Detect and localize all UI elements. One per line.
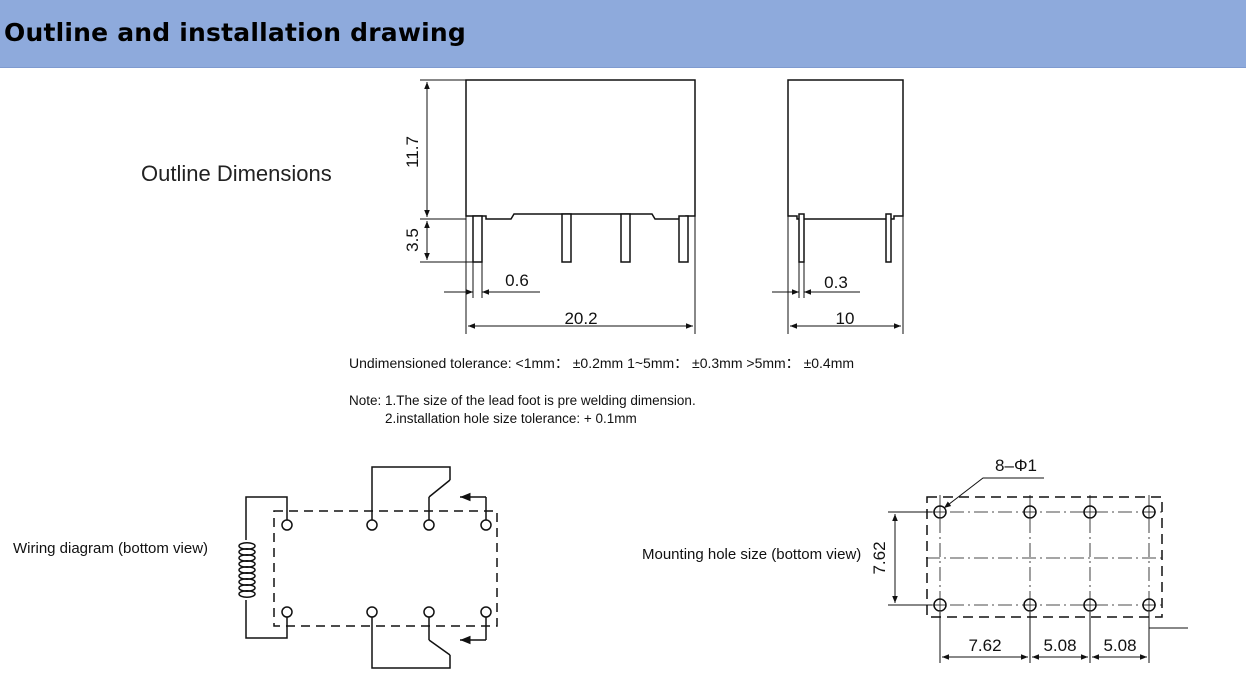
note-line-1: Note: 1.The size of the lead foot is pre…: [349, 393, 696, 408]
dim-pin-width-front: 0.6: [505, 271, 529, 290]
dim-spacing-2: 5.08: [1043, 636, 1076, 655]
dim-vertical-spacing: 7.62: [870, 541, 889, 574]
dim-pin-width-side: 0.3: [824, 273, 848, 292]
dim-length: 20.2: [564, 309, 597, 328]
section-title: Outline and installation drawing: [4, 18, 466, 47]
coil-symbol: [238, 542, 256, 598]
front-view-dimensions: [420, 79, 696, 334]
section-header: Outline and installation drawing: [0, 0, 1246, 68]
dim-height-body: 11.7: [403, 136, 422, 168]
dim-spacing-1: 7.62: [968, 636, 1001, 655]
dim-holes: 8–Φ1: [995, 456, 1037, 475]
mounting-hole-label: Mounting hole size (bottom view): [642, 546, 862, 563]
mounting-hole-diagram: [926, 495, 1165, 622]
dim-height-pin: 3.5: [403, 228, 422, 252]
mounting-hole-dimensions: [888, 477, 1188, 663]
front-view: [465, 79, 696, 263]
outline-dimensions-label: Outline Dimensions: [141, 161, 332, 186]
side-view: [787, 79, 904, 263]
wiring-diagram: [245, 466, 498, 669]
note-line-2: 2.installation hole size tolerance: + 0.…: [385, 411, 637, 426]
tolerance-note: Undimensioned tolerance: <1mm： ±0.2mm 1~…: [349, 355, 855, 371]
dim-spacing-3: 5.08: [1103, 636, 1136, 655]
dim-width: 10: [836, 309, 855, 328]
wiring-diagram-label: Wiring diagram (bottom view): [13, 540, 209, 557]
side-view-dimensions: [772, 216, 904, 334]
